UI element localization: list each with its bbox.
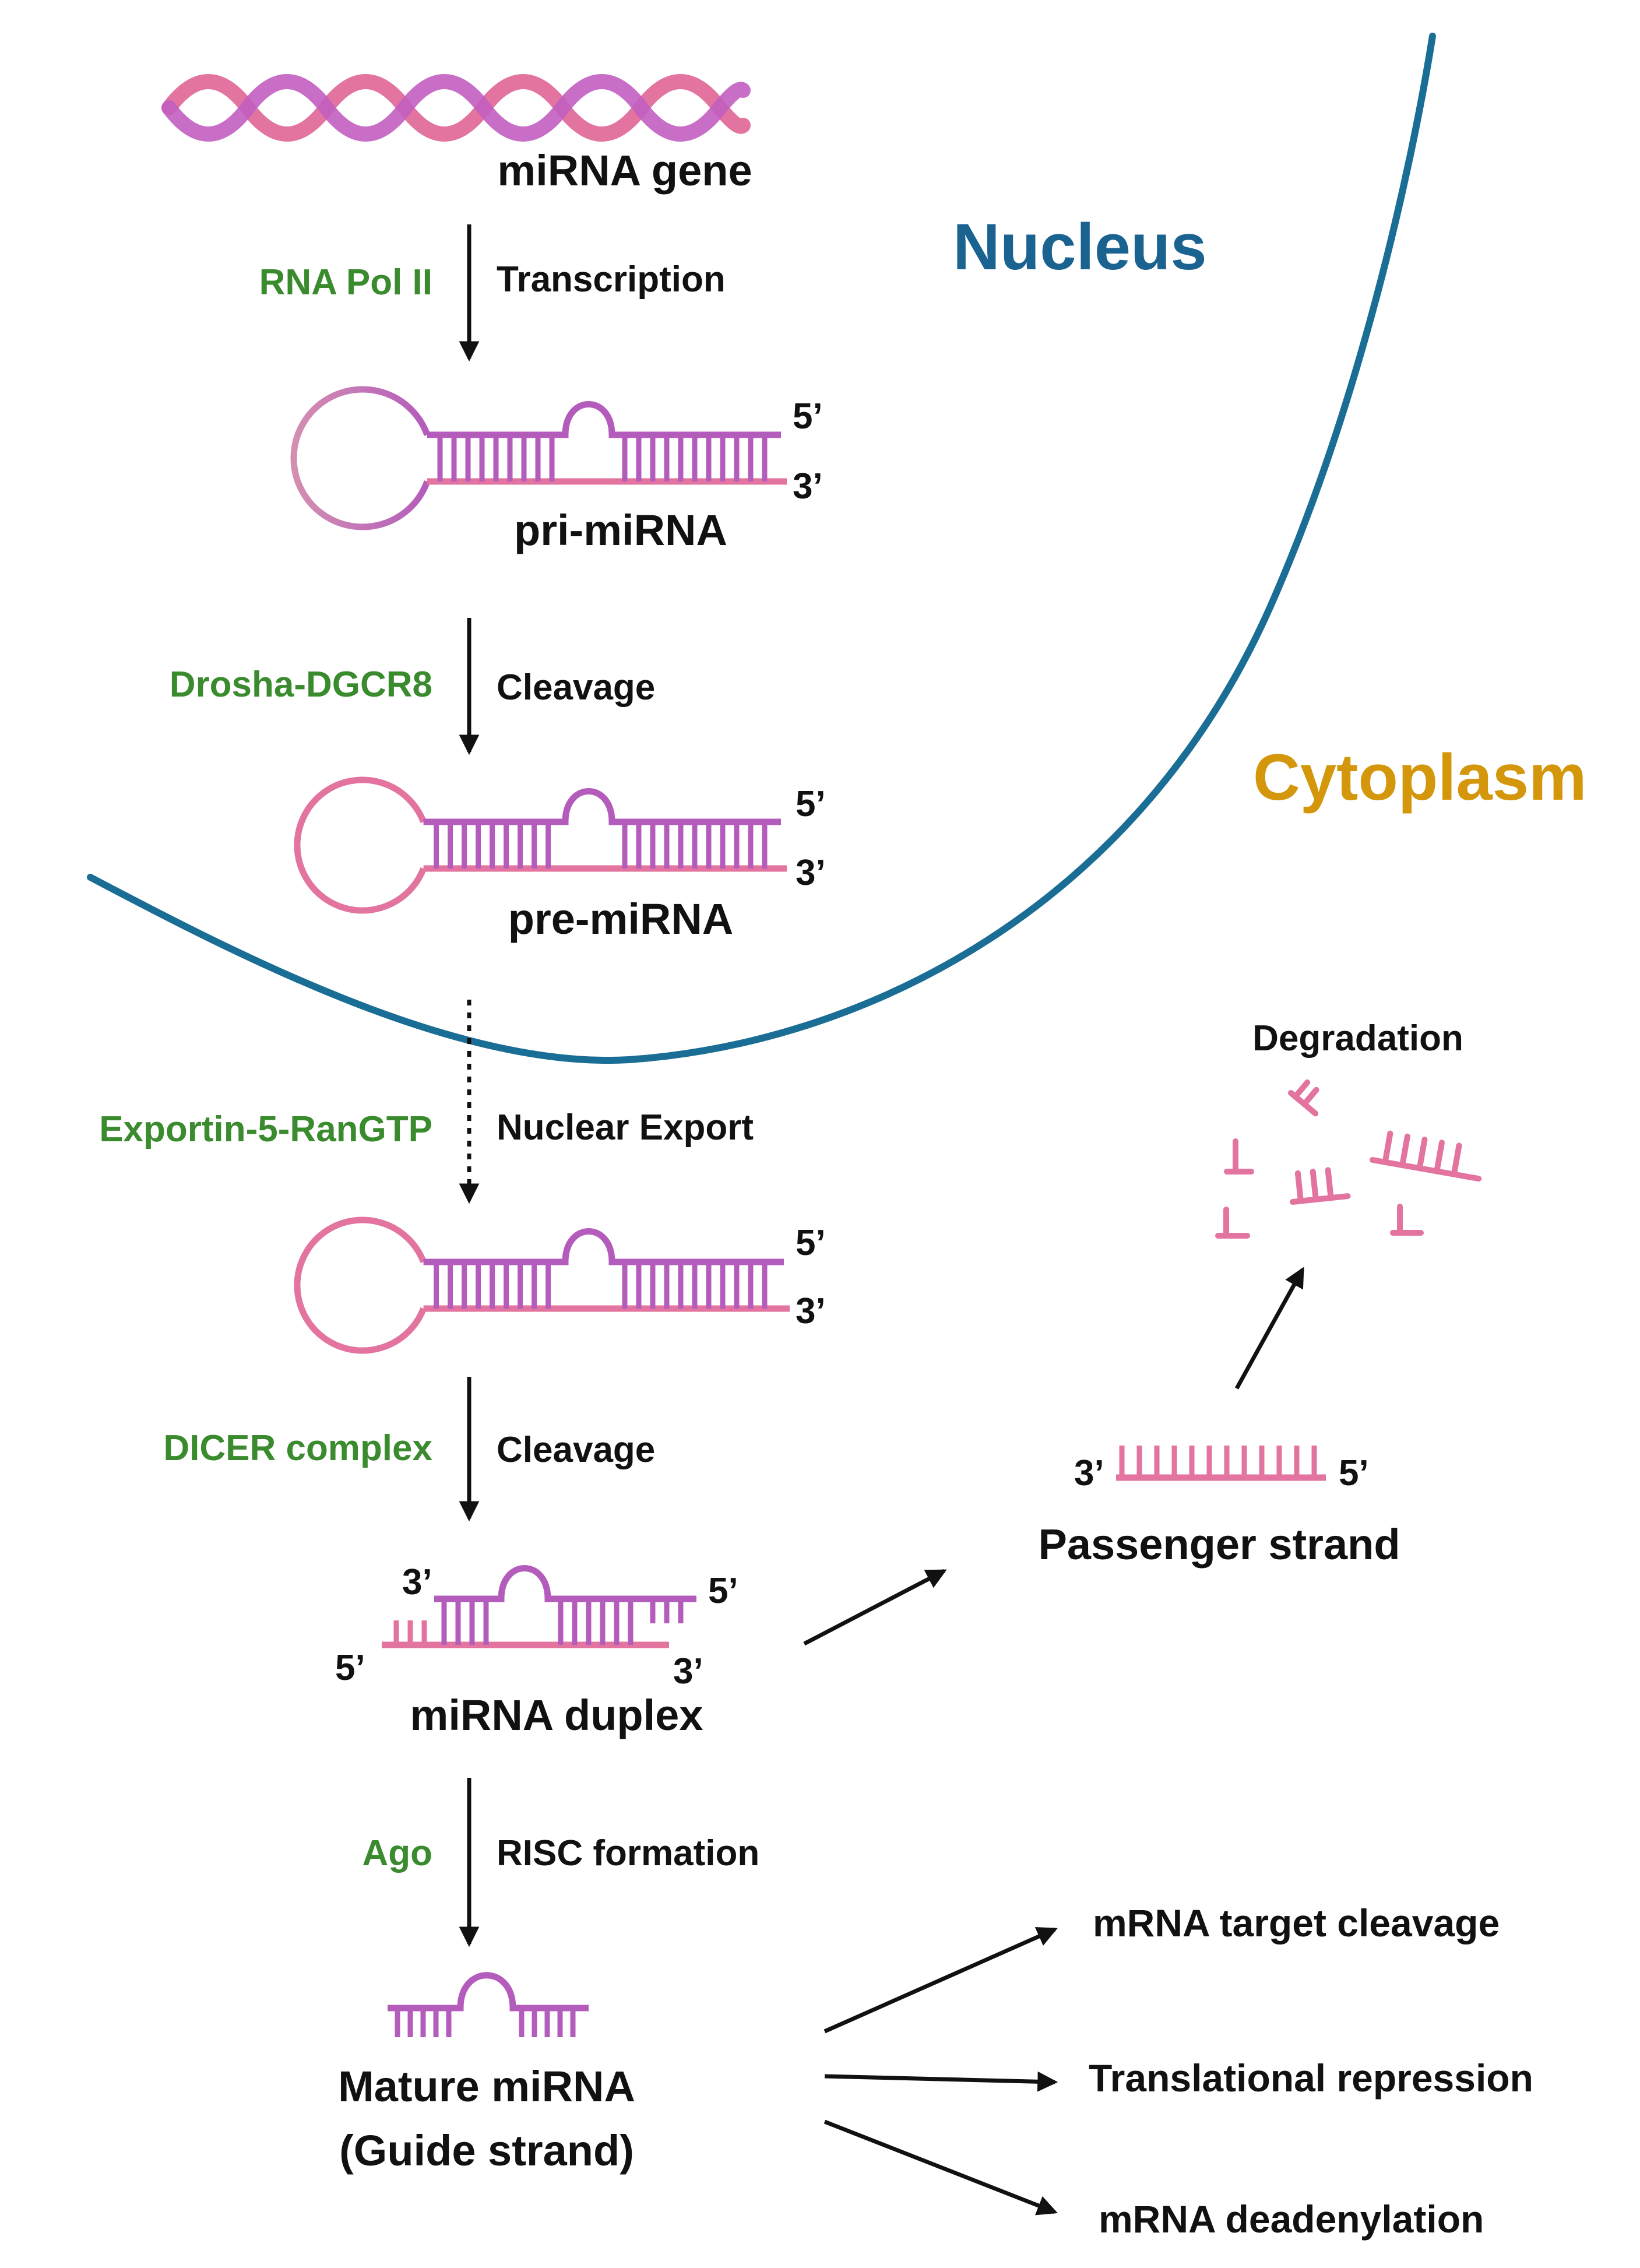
nuclear-membrane bbox=[87, 33, 1436, 1064]
stage-label-guide-strand: (Guide strand) bbox=[339, 2126, 634, 2175]
stage-label-mirna-gene: miRNA gene bbox=[497, 146, 752, 195]
outcome-translational-repression: Translational repression bbox=[1089, 2056, 1533, 2100]
three-prime-end-pri: 3’ bbox=[793, 466, 823, 507]
five-prime-end-pre: 5’ bbox=[796, 784, 826, 824]
arrow-to-translational-repression bbox=[824, 2071, 1058, 2092]
duplex-three-prime-top: 3’ bbox=[402, 1562, 432, 1602]
hairpin-top-strand bbox=[423, 1228, 784, 1265]
pre-mirna-hairpin bbox=[294, 776, 787, 914]
process-nuclear-export: Nuclear Export bbox=[497, 1107, 754, 1148]
duplex-three-prime-bottom: 3’ bbox=[673, 1651, 703, 1692]
cytoplasmic-pre-mirna-hairpin bbox=[294, 1216, 790, 1354]
hairpin-loop bbox=[294, 1216, 427, 1354]
duplex-five-prime-top: 5’ bbox=[708, 1571, 738, 1611]
arrow-to-degradation bbox=[1234, 1267, 1305, 1390]
outcome-target-cleavage: mRNA target cleavage bbox=[1093, 1901, 1500, 1944]
hairpin-loop bbox=[294, 776, 427, 914]
passenger-five-prime: 5’ bbox=[1339, 1453, 1369, 1493]
passenger-strand-structure bbox=[1116, 1446, 1326, 1481]
dna-helix-icon bbox=[161, 74, 751, 142]
pri-mirna-hairpin bbox=[290, 386, 787, 530]
outcome-deadenylation: mRNA deadenylation bbox=[1099, 2197, 1484, 2241]
hairpin-loop bbox=[290, 386, 431, 530]
hairpin-top-strand bbox=[427, 401, 781, 438]
passenger-three-prime: 3’ bbox=[1074, 1453, 1104, 1493]
guide-strand-structure bbox=[388, 1972, 589, 2037]
three-prime-end-pre: 3’ bbox=[796, 853, 826, 893]
degradation-label: Degradation bbox=[1252, 1018, 1463, 1059]
duplex-top-strand bbox=[434, 1565, 696, 1602]
process-risc-formation: RISC formation bbox=[497, 1833, 759, 1873]
cytoplasm-label: Cytoplasm bbox=[1253, 741, 1587, 814]
stage-label-pri-mirna: pri-miRNA bbox=[514, 506, 727, 554]
arrow-to-passenger-strand bbox=[803, 1569, 947, 1646]
mirna-duplex-structure bbox=[382, 1565, 696, 1648]
stage-label-mirna-duplex: miRNA duplex bbox=[410, 1691, 703, 1739]
process-transcription: Transcription bbox=[497, 259, 726, 300]
duplex-five-prime-bottom: 5’ bbox=[335, 1648, 365, 1688]
degraded-fragments-icon bbox=[1215, 1079, 1482, 1239]
enzyme-ago: Ago bbox=[362, 1833, 432, 1873]
five-prime-end-pri: 5’ bbox=[793, 396, 823, 437]
stage-label-mature-mirna: Mature miRNA bbox=[338, 2062, 635, 2111]
guide-strand-backbone bbox=[388, 1972, 589, 2012]
enzyme-drosha-dgcr8: Drosha-DGCR8 bbox=[170, 664, 432, 705]
process-cleavage-dicer: Cleavage bbox=[497, 1430, 655, 1470]
five-prime-end-cyto: 5’ bbox=[796, 1223, 826, 1263]
enzyme-exportin-5-rangtp: Exportin-5-RanGTP bbox=[99, 1109, 432, 1149]
enzyme-rna-pol-ii: RNA Pol II bbox=[259, 262, 432, 303]
process-cleavage-drosha: Cleavage bbox=[497, 667, 655, 708]
enzyme-dicer-complex: DICER complex bbox=[163, 1428, 432, 1468]
hairpin-top-strand bbox=[423, 788, 781, 825]
arrow-to-target-cleavage bbox=[823, 1927, 1058, 2034]
three-prime-end-cyto: 3’ bbox=[796, 1291, 826, 1331]
stage-label-pre-mirna: pre-miRNA bbox=[508, 895, 733, 943]
passenger-strand-label: Passenger strand bbox=[1038, 1520, 1400, 1569]
arrow-to-deadenylation bbox=[823, 2119, 1058, 2216]
nucleus-label: Nucleus bbox=[953, 210, 1207, 283]
